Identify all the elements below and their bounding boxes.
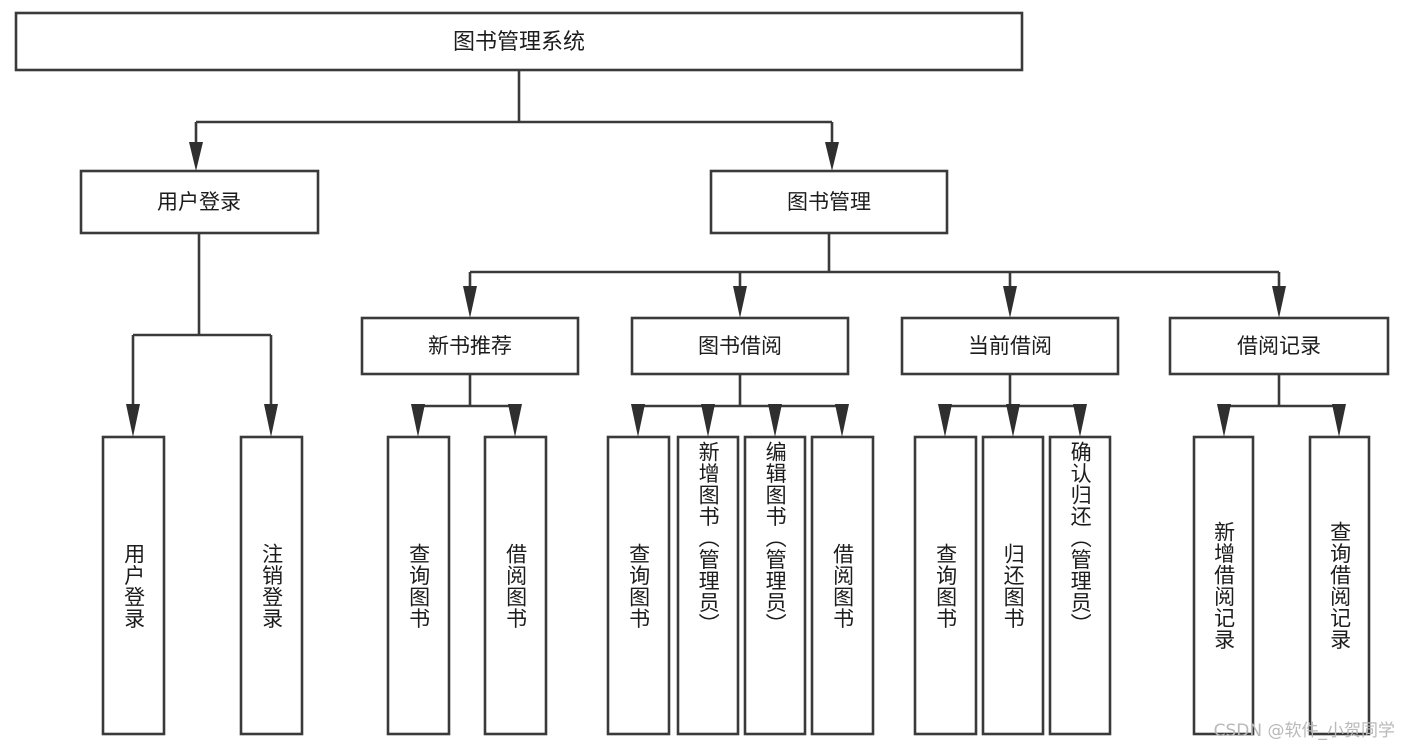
arrow-head-current-borrow (1003, 286, 1017, 318)
node-root-box[interactable] (14, 11, 1024, 72)
node-leaf-logout-login-box[interactable] (239, 435, 304, 736)
arrow-head-leaf-edit-book-admin (768, 404, 782, 437)
node-leaf-user-login-box[interactable] (101, 435, 166, 736)
arrow-head-leaf-return-book (1006, 404, 1020, 437)
node-user-login-label: 用户登录 (157, 190, 241, 214)
connector-layer (126, 70, 1346, 437)
arrow-head-leaf-user-login (126, 404, 140, 437)
node-new-book-recommend-label: 新书推荐 (428, 334, 512, 358)
arrow-head-leaf-query-book-bor (631, 404, 645, 437)
node-leaf-edit-book-admin-box[interactable] (743, 435, 807, 736)
node-leaf-confirm-return-admin-box[interactable] (1048, 435, 1112, 736)
arrow-head-leaf-logout-login (264, 404, 278, 437)
node-borrow-record-label: 借阅记录 (1237, 334, 1321, 358)
node-new-book-recommend-box[interactable] (360, 316, 580, 376)
node-leaf-add-borrow-record-box[interactable] (1192, 435, 1255, 736)
node-book-manage-label: 图书管理 (787, 190, 871, 214)
node-leaf-query-borrow-record-box[interactable] (1308, 435, 1371, 736)
arrow-head-leaf-borrow-book-rec (508, 404, 522, 437)
node-leaf-query-book-cur-box[interactable] (913, 435, 978, 736)
node-leaf-add-book-admin-box[interactable] (676, 435, 740, 736)
node-book-borrow-label: 图书借阅 (698, 334, 782, 358)
arrow-head-leaf-confirm-return-admin (1073, 404, 1087, 437)
arrow-head-book-borrow (733, 286, 747, 318)
node-leaf-return-book-box[interactable] (981, 435, 1045, 736)
arrow-head-new-book-recommend (463, 286, 477, 318)
arrow-head-leaf-add-borrow-record (1217, 404, 1231, 437)
arrow-head-leaf-query-borrow-record (1332, 404, 1346, 437)
node-root-label: 图书管理系统 (453, 30, 585, 55)
node-current-borrow-box[interactable] (900, 316, 1120, 376)
arrow-head-book-manage (825, 142, 839, 171)
arrow-head-leaf-query-book-cur (938, 404, 952, 437)
arrow-head-borrow-record (1272, 286, 1286, 318)
node-leaf-borrow-book-rec-box[interactable] (483, 435, 548, 736)
node-leaf-query-book-rec-box[interactable] (386, 435, 451, 736)
arrow-head-leaf-add-book-admin (701, 404, 715, 437)
node-book-manage-box[interactable] (709, 169, 949, 235)
watermark-label: CSDN @软件_小贺同学 (1213, 721, 1395, 741)
node-current-borrow-label: 当前借阅 (968, 334, 1052, 358)
node-layer: 图书管理系统 用户登录 图书管理 新书推荐 图书借阅 当前借阅 借阅记录 (14, 11, 1390, 736)
arrow-head-leaf-borrow-book-bor (835, 404, 849, 437)
node-book-borrow-box[interactable] (630, 316, 850, 376)
node-borrow-record-box[interactable] (1168, 316, 1390, 376)
arrow-head-leaf-query-book-rec (411, 404, 425, 437)
node-leaf-borrow-book-bor-box[interactable] (810, 435, 875, 736)
arrow-head-user-login (189, 142, 203, 171)
node-user-login-box[interactable] (79, 169, 320, 235)
node-leaf-query-book-bor-box[interactable] (606, 435, 671, 736)
